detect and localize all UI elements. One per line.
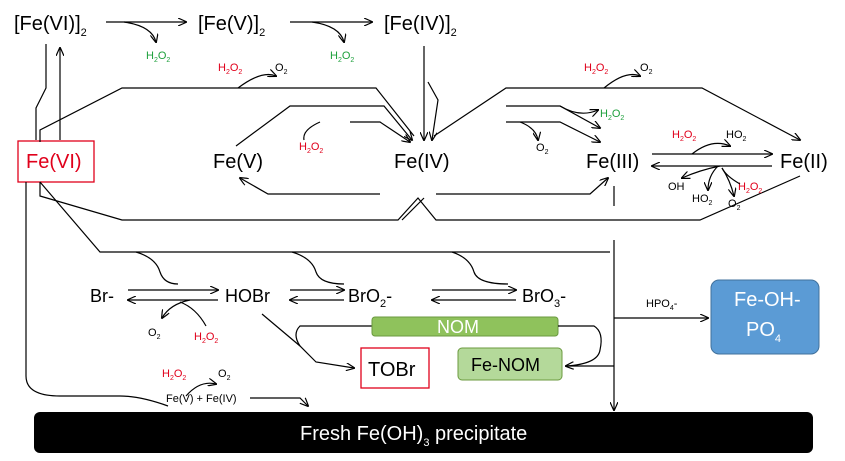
fe-nom-box bbox=[457, 347, 563, 381]
curve-fe2-o2 bbox=[721, 167, 734, 196]
bro2-label: BrO2- bbox=[348, 286, 392, 310]
arrow-fe5-to-fe4 bbox=[235, 105, 350, 147]
line-fe5-upper bbox=[350, 105, 412, 140]
br-label: Br- bbox=[90, 286, 114, 306]
branch-to-bro3 bbox=[451, 251, 509, 285]
precipitate-bar bbox=[34, 412, 813, 453]
nom-label: NOM bbox=[437, 317, 479, 337]
hobr-label: HOBr bbox=[225, 286, 270, 306]
fe4-label: Fe(IV) bbox=[394, 151, 450, 173]
hpo4-label: HPO4- bbox=[646, 298, 678, 312]
curve-fe2-ho2 bbox=[708, 165, 719, 190]
fe6-box bbox=[17, 140, 95, 183]
ho2-label-bottom: HO2 bbox=[692, 193, 713, 207]
arrow-nom-to-fenom bbox=[558, 325, 602, 366]
fe5-label: Fe(V) bbox=[213, 151, 263, 173]
curve-fe5-h2o2 bbox=[303, 121, 321, 141]
fe3-label: Fe(III) bbox=[586, 151, 639, 173]
curve-fe3fe2-top bbox=[691, 143, 730, 155]
line-fe6-to-bromine-row bbox=[39, 181, 610, 253]
h2o2-red-label-fe3fe2: H2O2 bbox=[672, 129, 696, 143]
h2o2-red-label-fe2: H2O2 bbox=[738, 181, 762, 195]
fe5-fe4-label: Fe(V) + Fe(IV) bbox=[166, 393, 237, 405]
arrow-nom-to-tobr bbox=[295, 325, 372, 347]
fe-oh-po4-box bbox=[710, 279, 820, 355]
branch-to-bro2 bbox=[291, 251, 345, 285]
arrow-fe5-to-fe4-b bbox=[350, 121, 410, 142]
curve-fe3-green-h2o2 bbox=[559, 105, 598, 113]
fe4-dimer-label: [Fe(IV)]2 bbox=[384, 13, 457, 39]
bro3-label: BrO3- bbox=[522, 286, 566, 310]
curve-fe4-o2 bbox=[519, 121, 538, 140]
h2o2-red-label-top: H2O2 bbox=[218, 62, 242, 76]
tobr-label: TOBr bbox=[368, 359, 416, 381]
path-top-envelope bbox=[39, 87, 415, 142]
arrow-return-fe3 bbox=[436, 178, 608, 195]
fe-oh-po4-line2: PO4 bbox=[746, 319, 781, 345]
h2o2-red-label-br: H2O2 bbox=[194, 331, 218, 345]
curve-fe2-oh bbox=[682, 165, 721, 178]
curve-h2o2-br-in bbox=[179, 301, 207, 327]
precipitate-label: Fresh Fe(OH)3 precipitate bbox=[300, 423, 527, 449]
arrow-return-fe5 bbox=[240, 178, 380, 195]
branch-to-hobr bbox=[135, 251, 179, 285]
curve-right-h2o2-o2 bbox=[603, 75, 640, 89]
line-dimer-to-left bbox=[35, 44, 47, 140]
o2-label-right: O2 bbox=[640, 62, 653, 76]
path-bottom-envelope bbox=[39, 175, 801, 221]
arrow-fe4-to-fe3-a bbox=[506, 105, 600, 128]
o2-label-br: O2 bbox=[148, 327, 161, 341]
ho2-label-top: HO2 bbox=[726, 129, 747, 143]
fe6-dimer-label: [Fe(VI)]2 bbox=[14, 13, 87, 39]
fe6-label: Fe(VI) bbox=[26, 151, 82, 173]
arrow-fe6-to-precipitate bbox=[25, 182, 169, 407]
arrow-fe4-to-fe3-b bbox=[506, 121, 600, 142]
fe-nom-label: Fe-NOM bbox=[471, 355, 540, 375]
h2o2-green-label-2: H2O2 bbox=[330, 50, 354, 64]
curve-hobr-br-o2 bbox=[162, 299, 191, 318]
fe5-dimer-label: [Fe(V)]2 bbox=[198, 13, 265, 39]
arrow-fe5fe4-to-precipitate bbox=[250, 397, 308, 406]
oh-label: OH bbox=[668, 181, 685, 193]
curve-h2o2-out-2 bbox=[311, 21, 344, 42]
o2-label-bottom: O2 bbox=[218, 368, 231, 382]
tobr-box bbox=[360, 347, 430, 389]
o2-label-top: O2 bbox=[275, 62, 288, 76]
curve-h2o2-out-1 bbox=[123, 21, 156, 42]
arrow-hobr-to-tobr bbox=[261, 313, 354, 368]
curve-top-h2o2-o2 bbox=[237, 75, 276, 89]
o2-label-fe4: O2 bbox=[536, 142, 549, 156]
fe2-label: Fe(II) bbox=[780, 151, 828, 173]
o2-label-fe2: O2 bbox=[728, 198, 741, 212]
curve-bottom-h2o2-o2 bbox=[185, 383, 216, 397]
line-fe4dimer-branch bbox=[427, 81, 439, 140]
path-bottom-envelope-inner bbox=[401, 197, 425, 221]
h2o2-green-label-1: H2O2 bbox=[146, 50, 170, 64]
h2o2-red-label-fe5: H2O2 bbox=[299, 141, 323, 155]
fe-oh-po4-line1: Fe-OH- bbox=[734, 289, 801, 311]
h2o2-green-label-fe3: H2O2 bbox=[600, 108, 624, 122]
h2o2-red-label-right: H2O2 bbox=[584, 62, 608, 76]
h2o2-red-label-bottom: H2O2 bbox=[162, 368, 186, 382]
